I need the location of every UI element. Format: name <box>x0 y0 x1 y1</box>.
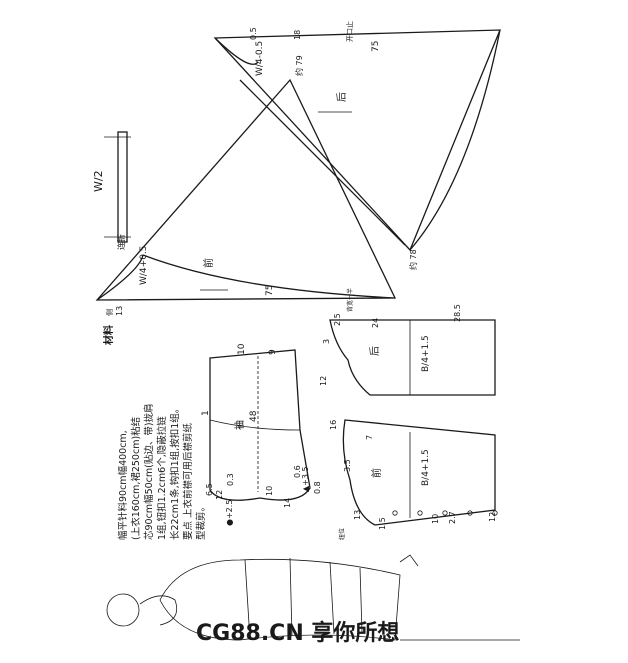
skirt-zip-label: 开口止 <box>345 21 354 42</box>
sleeve-label: 袖 <box>233 420 246 430</box>
sleeve-outline <box>209 349 311 501</box>
sleeve-48: 48 <box>249 410 259 422</box>
skirt-overlap-line <box>239 79 406 246</box>
skirt-back-length: 75 <box>371 41 381 52</box>
bodice-front-formula: B/4+1.5 <box>421 449 431 486</box>
waistband-fold: 连折 <box>116 234 126 250</box>
sleeve-dot: ●+2.5 <box>225 500 234 526</box>
bodice-front-16: 16 <box>329 420 338 430</box>
bodice-back-285: 28.5 <box>453 304 462 322</box>
button-mark <box>417 510 423 516</box>
watermark-text: CG88.CN 享你所想 <box>196 620 399 646</box>
materials-block: 材料 幅平针料90cm幅400cm,(上衣160cm,裙250cm)粘结芯90c… <box>102 325 207 540</box>
skirt-front-side: 侧 <box>105 309 114 316</box>
figure-scarf <box>139 595 178 626</box>
button-mark <box>442 510 448 516</box>
figure-foot <box>399 554 419 567</box>
button-marks <box>392 510 498 516</box>
figure-fold-3 <box>329 561 335 635</box>
skirt-back-approx79: 约 79 <box>294 55 304 76</box>
button-mark <box>392 510 398 516</box>
sleeve-elbow <box>209 419 301 431</box>
sleeve-10: 10 <box>237 343 247 355</box>
bodice-note-top: 背宽一半 <box>346 288 354 312</box>
bodice-back-25: 2.5 <box>333 313 342 326</box>
sleeve-06: 0.6 <box>293 465 302 478</box>
model-illustration <box>106 554 520 641</box>
materials-line: 长22cm1条,钩扣1组,按扣1组。 <box>169 404 181 540</box>
materials-line: 幅平针料90cm幅400cm, <box>117 430 129 540</box>
sleeve-9: 9 <box>268 349 278 355</box>
materials-line: 型裁剪。 <box>195 502 207 540</box>
skirt-back-waist: W/4-0.5 <box>255 41 265 76</box>
sleeve-65: 6.5 <box>205 483 214 496</box>
materials-line: (上衣160cm,裙250cm)粘结 <box>130 417 142 540</box>
bodice-note-bottom: 纽位 <box>338 528 346 540</box>
sleeve-1: 1 <box>201 410 211 416</box>
sleeve-08: 0.8 <box>313 481 322 494</box>
sleeve-tri: ▲+3.5 <box>301 466 310 492</box>
bodice-front-13: 13 <box>353 510 362 520</box>
bodice-front-15: 1.5 <box>378 517 387 530</box>
sleeve-10b: 10 <box>265 486 274 496</box>
bodice-back-3: 3 <box>322 339 331 344</box>
skirt-front-outline <box>95 78 397 301</box>
figure-head <box>106 593 140 627</box>
sleeve-14: 14 <box>283 498 292 508</box>
figure-fold-2 <box>289 557 293 637</box>
skirt-pattern: W/2 连折 前 75 W/4+0.5 13 侧 后 75 W/4-0.5 约 … <box>92 21 501 316</box>
figure-fold-4 <box>359 567 363 633</box>
bodice-back-12: 12 <box>319 376 328 386</box>
skirt-back-hem <box>409 29 501 251</box>
bodice-pattern: 后 B/4+1.5 28.5 24 2.5 3 12 背宽一半 前 B/4+1.… <box>319 288 498 540</box>
button-mark <box>467 510 473 516</box>
button-mark <box>492 510 498 516</box>
sleeve-03: 0.3 <box>226 473 235 486</box>
bodice-front-outline <box>342 419 496 526</box>
skirt-back-approx78: 约 78 <box>408 249 418 270</box>
bodice-back-formula: B/4+1.5 <box>421 335 431 372</box>
sleeve-pattern: 袖 10 9 48 1 6.5 12 0.3 0.6 0.8 10 14 ●+2… <box>201 343 322 526</box>
waistband-fraction: W/2 <box>92 170 105 192</box>
bodice-back-outline <box>329 319 496 396</box>
sleeve-12: 12 <box>215 490 224 500</box>
skirt-front-waist-curve <box>96 254 144 301</box>
skirt-front-length: 75 <box>265 285 275 296</box>
figure-fold-1 <box>244 559 251 641</box>
bodice-front-35: 3.5 <box>343 459 352 472</box>
bodice-front-10: 10 <box>431 514 440 524</box>
bodice-front-7: 7 <box>365 435 374 440</box>
materials-line: 要点 上衣前襟可用后襟剪纸 <box>182 422 194 540</box>
materials-title: 材料 <box>102 325 115 345</box>
skirt-front-label: 前 <box>202 258 215 268</box>
skirt-front-hem <box>142 254 396 299</box>
skirt-front-13: 13 <box>115 306 124 316</box>
figure-dress <box>159 558 401 641</box>
skirt-back-05: 0.5 <box>249 27 258 40</box>
waistband-strip <box>117 131 128 243</box>
skirt-front-waist: W/4+0.5 <box>139 245 149 285</box>
bodice-back-label: 后 <box>369 346 381 356</box>
skirt-back-18: 18 <box>293 30 302 40</box>
skirt-back-waist-curve <box>214 37 259 65</box>
skirt-back-outline <box>213 29 501 252</box>
materials-line: 1组,钮扣1.2cm6个,隐蔽拉链 <box>156 416 168 540</box>
materials-line: 芯90cm幅50cm(贴边、带)拢肩 <box>143 403 155 540</box>
bodice-front-12: 12 <box>488 512 497 522</box>
bodice-front-label: 前 <box>370 468 383 478</box>
bodice-front-27: 2.7 <box>448 511 457 524</box>
bodice-back-24: 24 <box>371 318 380 328</box>
skirt-back-label: 后 <box>336 92 348 102</box>
